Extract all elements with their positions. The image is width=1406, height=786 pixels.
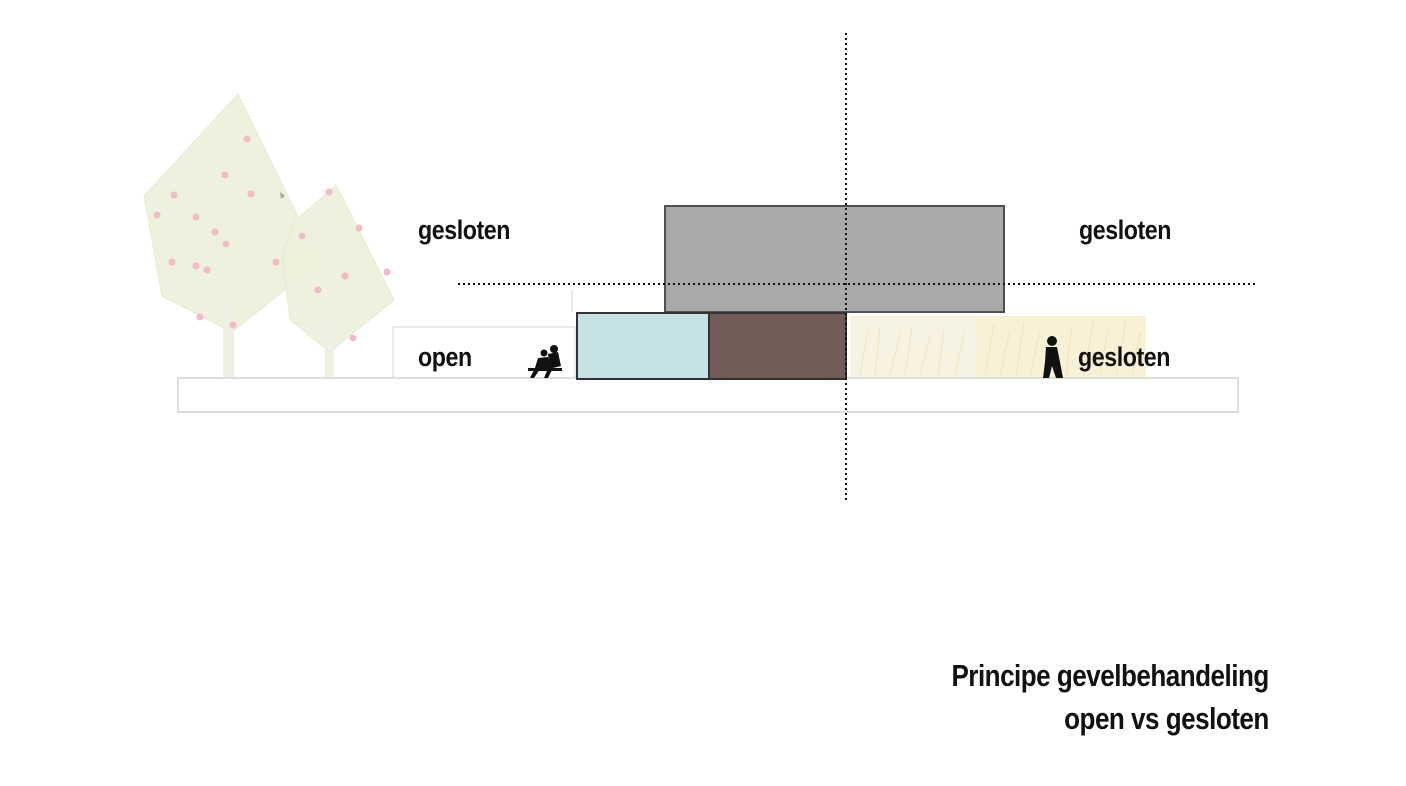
ground-plinth	[177, 377, 1239, 413]
diagram-caption: Principe gevelbehandeling open vs geslot…	[951, 654, 1270, 740]
label-upper-right: gesloten	[1079, 215, 1172, 245]
tree-icon	[143, 93, 321, 380]
upper-volume	[664, 205, 1005, 313]
label-upper-left: gesloten	[418, 215, 511, 245]
hedge-planting	[850, 316, 1146, 378]
tree-icon	[272, 184, 395, 380]
glass-facade	[576, 312, 710, 380]
walking-person-icon	[1043, 336, 1063, 378]
brown-facade	[708, 312, 847, 380]
caption-line-1: Principe gevelbehandeling	[951, 658, 1270, 693]
caption-line-2: open vs gesloten	[1064, 701, 1269, 736]
label-lower-right: gesloten	[1078, 342, 1171, 372]
seated-person-icon	[528, 345, 562, 378]
label-lower-left: open	[418, 342, 472, 372]
